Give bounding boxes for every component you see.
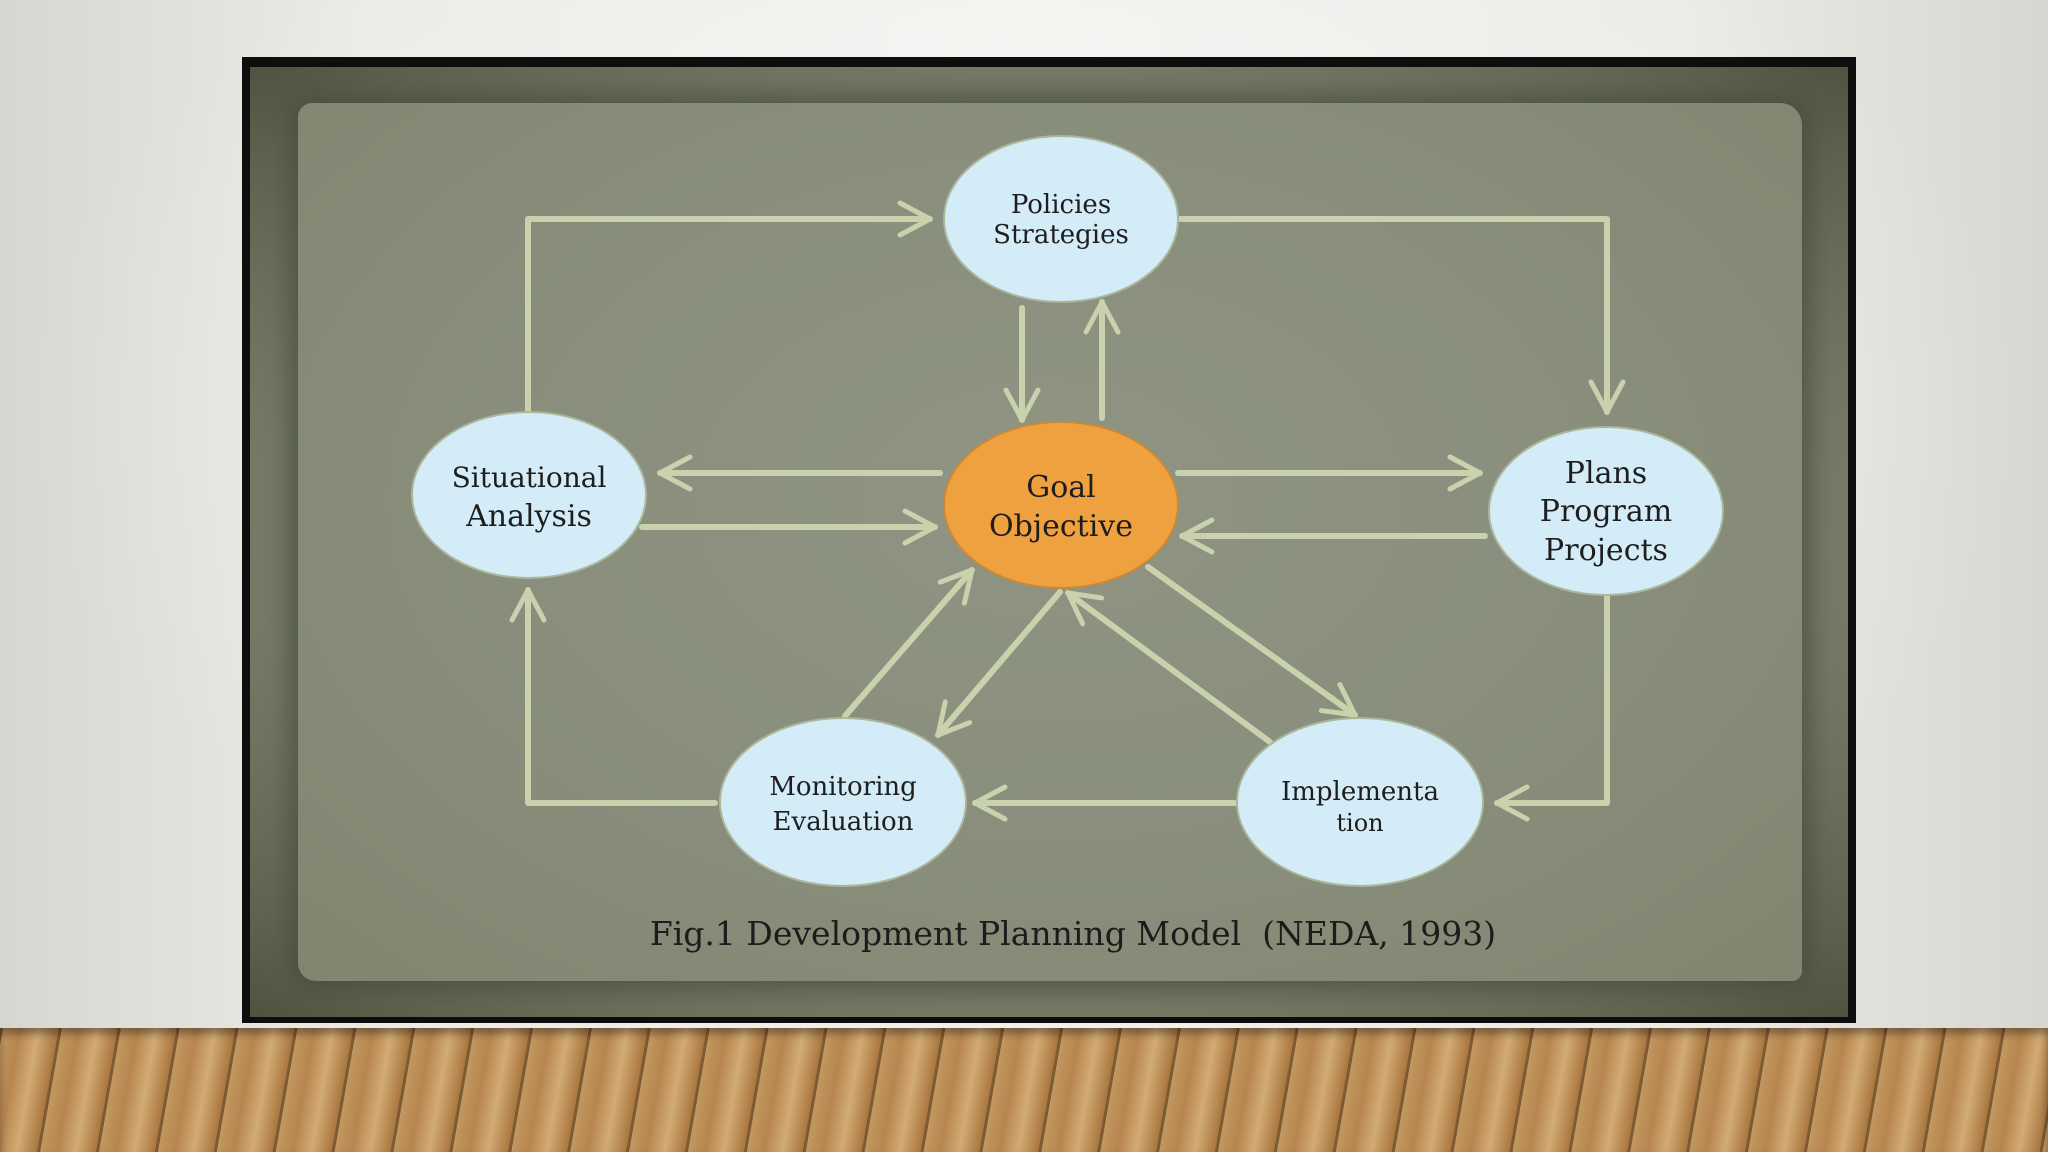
arrow-goal-to-monitoring	[935, 589, 1063, 738]
arrow-implementation-to-goal	[1065, 590, 1273, 745]
node-plans-program-projects: Plans Program Projects	[1488, 426, 1724, 596]
plans-line2: Program	[1540, 494, 1672, 529]
monitoring-line2: Evaluation	[773, 807, 914, 837]
situational-line1: Situational	[452, 461, 607, 494]
node-monitoring-evaluation: Monitoring Evaluation	[719, 717, 967, 887]
policies-line1: Policies	[1011, 190, 1111, 220]
policies-line2: Strategies	[993, 220, 1129, 250]
arrow-goal-to-implementation	[1145, 564, 1358, 718]
node-situational-analysis: Situational Analysis	[411, 411, 647, 579]
connector-arrows	[509, 200, 1626, 822]
goal-line1: Goal	[1026, 470, 1096, 505]
implementation-line2: tion	[1336, 809, 1383, 837]
node-implementation: Implementa tion	[1236, 717, 1484, 887]
wooden-floor	[0, 1028, 2048, 1152]
arrow-situational-to-policies	[525, 200, 933, 413]
arrow-plans-to-implementation	[1494, 593, 1610, 822]
situational-line2: Analysis	[465, 499, 592, 534]
arrow-monitoring-to-situational	[509, 587, 718, 806]
goal-line2: Objective	[989, 509, 1133, 544]
node-goal-objective: Goal Objective	[943, 421, 1179, 589]
plans-line1: Plans	[1565, 456, 1647, 491]
arrow-policies-to-plans	[1177, 216, 1626, 415]
monitoring-line1: Monitoring	[769, 772, 917, 802]
arrow-monitoring-to-goal	[842, 567, 975, 719]
implementation-line1: Implementa	[1281, 777, 1439, 807]
plans-line3: Projects	[1544, 533, 1668, 568]
node-policies-strategies: Policies Strategies	[943, 135, 1179, 303]
figure-caption: Fig.1 Development Planning Model (NEDA, …	[650, 914, 1496, 953]
